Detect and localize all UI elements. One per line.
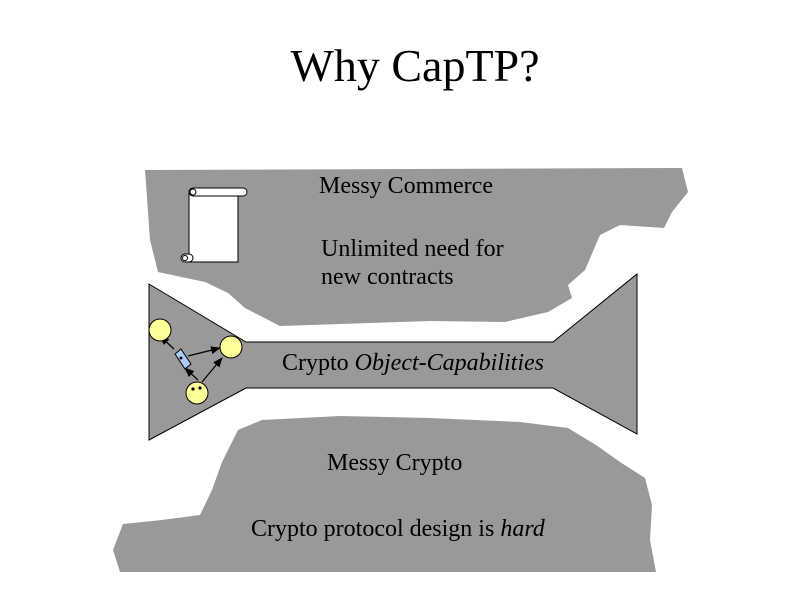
object-capabilities-plain: Crypto bbox=[282, 350, 355, 376]
object-node bbox=[148, 318, 172, 342]
object-node bbox=[185, 381, 209, 405]
capability-key-icon bbox=[174, 348, 192, 370]
scroll-icon bbox=[180, 187, 248, 263]
object-capabilities-label: Crypto Object-Capabilities bbox=[282, 349, 544, 377]
object-capabilities-region bbox=[148, 272, 638, 441]
messy-crypto-label: Messy Crypto bbox=[327, 450, 463, 476]
object-node bbox=[219, 335, 243, 359]
unlimited-need-line1: Unlimited need for bbox=[321, 236, 504, 262]
messy-crypto-region bbox=[113, 416, 656, 572]
crypto-protocol-label: Crypto protocol design is hard bbox=[251, 515, 545, 543]
object-graph-icon bbox=[148, 318, 243, 405]
slide-title: Why CapTP? bbox=[290, 40, 540, 91]
messy-commerce-label: Messy Commerce bbox=[319, 173, 493, 199]
crypto-protocol-plain: Crypto protocol design is bbox=[251, 516, 501, 542]
object-capabilities-italic: Object-Capabilities bbox=[354, 350, 544, 376]
unlimited-need-line2: new contracts bbox=[321, 264, 454, 290]
messy-commerce-region bbox=[145, 168, 688, 326]
crypto-protocol-italic: hard bbox=[500, 516, 545, 542]
